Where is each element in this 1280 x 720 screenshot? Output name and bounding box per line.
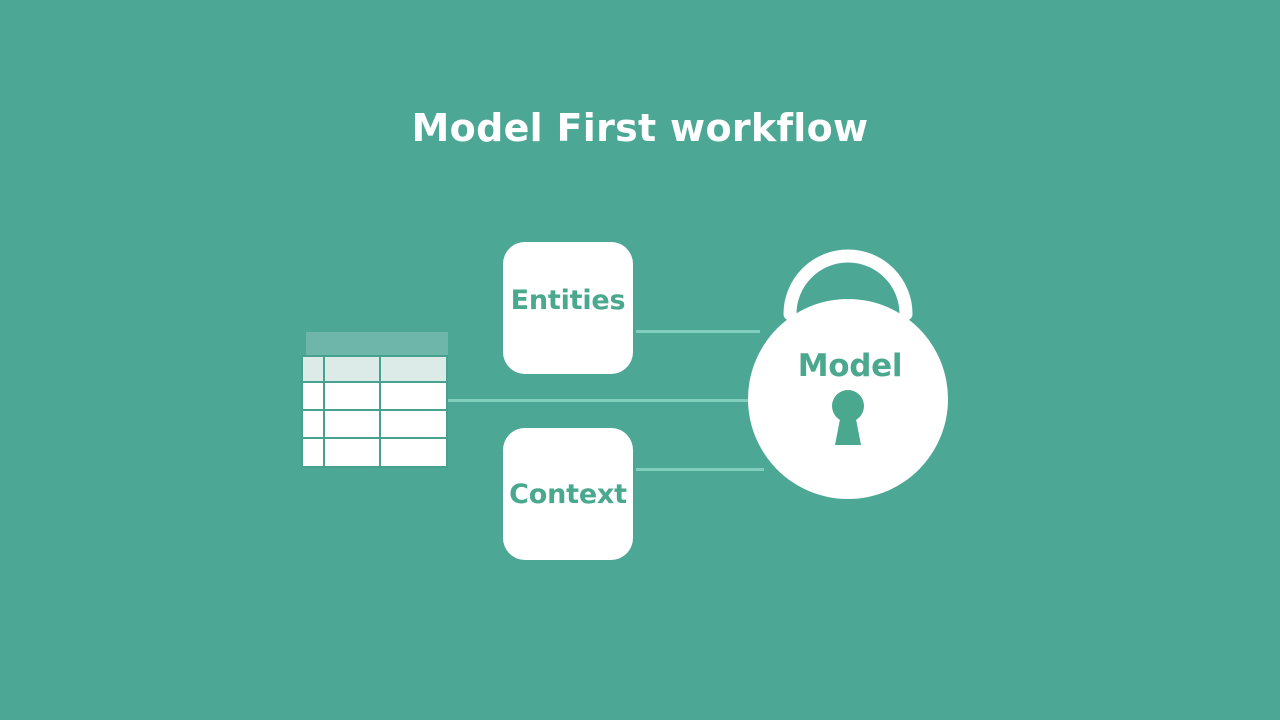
node-label-context: Context bbox=[509, 478, 627, 510]
table-cell bbox=[325, 355, 381, 383]
node-label-model: Model bbox=[797, 348, 903, 384]
page-title: Model First workflow bbox=[411, 106, 869, 150]
table-cell bbox=[381, 355, 448, 383]
table-icon bbox=[301, 332, 448, 468]
table-cell bbox=[301, 383, 325, 411]
connector-entities-to-model bbox=[636, 330, 760, 333]
table-cell bbox=[301, 411, 325, 439]
node-label-entities: Entities bbox=[510, 284, 626, 316]
connector-context-to-model bbox=[636, 468, 764, 471]
padlock-shackle-icon bbox=[783, 249, 913, 321]
table-cell bbox=[325, 439, 381, 468]
padlock-icon bbox=[748, 249, 948, 499]
table-cell bbox=[325, 411, 381, 439]
table-cell bbox=[301, 439, 325, 468]
node-card-context[interactable]: Context bbox=[503, 428, 633, 560]
table-cell bbox=[381, 411, 448, 439]
table-header-bar bbox=[306, 332, 448, 355]
table-cell bbox=[301, 355, 325, 383]
node-padlock-model[interactable]: Model bbox=[740, 238, 960, 506]
table-cell bbox=[381, 383, 448, 411]
table-cell bbox=[381, 439, 448, 468]
table-grid bbox=[301, 355, 448, 468]
keyhole-icon bbox=[832, 390, 864, 445]
connector-table-to-model bbox=[447, 399, 750, 402]
table-cell bbox=[325, 383, 381, 411]
node-card-entities[interactable]: Entities bbox=[503, 242, 633, 374]
